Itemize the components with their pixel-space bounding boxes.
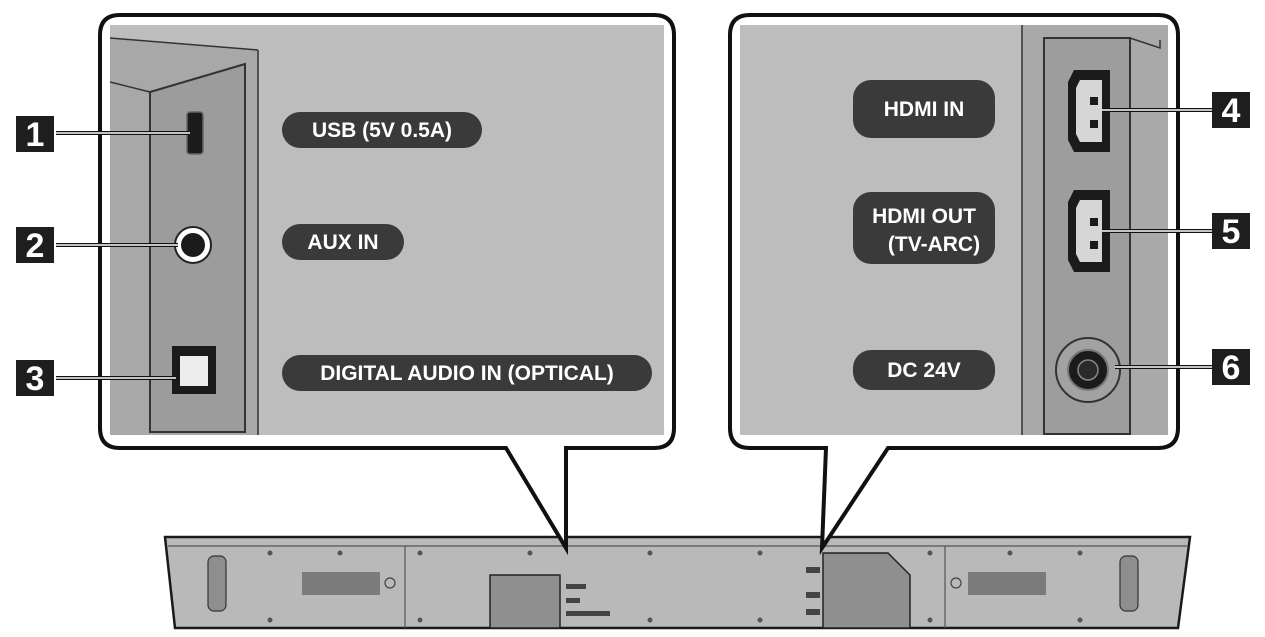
svg-text:(TV-ARC): (TV-ARC) [888,233,980,256]
svg-text:HDMI OUT: HDMI OUT [872,205,976,228]
label-aux-in: AUX IN [282,224,404,260]
svg-text:USB (5V 0.5A): USB (5V 0.5A) [312,119,452,142]
svg-text:AUX IN: AUX IN [307,231,378,254]
callout-number-2: 2 [16,227,54,265]
svg-text:5: 5 [1222,213,1241,251]
optical-port-icon [172,346,216,394]
svg-text:4: 4 [1222,92,1241,130]
svg-text:HDMI IN: HDMI IN [884,98,965,121]
callout-number-5: 5 [1212,213,1250,251]
label-dc-24v: DC 24V [853,350,995,390]
leader-lines [56,108,1212,380]
left-callout-panel [98,13,676,556]
svg-text:2: 2 [26,227,45,265]
svg-text:DIGITAL AUDIO IN (OPTICAL): DIGITAL AUDIO IN (OPTICAL) [320,362,614,385]
callout-number-4: 4 [1212,92,1250,130]
callout-number-1: 1 [16,116,54,154]
svg-text:DC 24V: DC 24V [887,359,961,382]
soundbar-rear-view [163,535,1192,630]
callout-number-3: 3 [16,360,54,398]
svg-text:1: 1 [26,116,45,154]
hdmi-in-port-icon [1068,70,1110,152]
svg-text:6: 6 [1222,349,1241,387]
svg-text:3: 3 [26,360,45,398]
hdmi-out-port-icon [1068,190,1110,272]
label-hdmi-in: HDMI IN [853,80,995,138]
label-usb: USB (5V 0.5A) [282,112,482,148]
aux-port-icon [174,226,212,264]
label-digital-audio-in: DIGITAL AUDIO IN (OPTICAL) [282,355,652,391]
label-hdmi-out: HDMI OUT (TV-ARC) [853,192,995,264]
dc-power-jack-icon [1055,337,1121,403]
callout-number-6: 6 [1212,349,1250,387]
